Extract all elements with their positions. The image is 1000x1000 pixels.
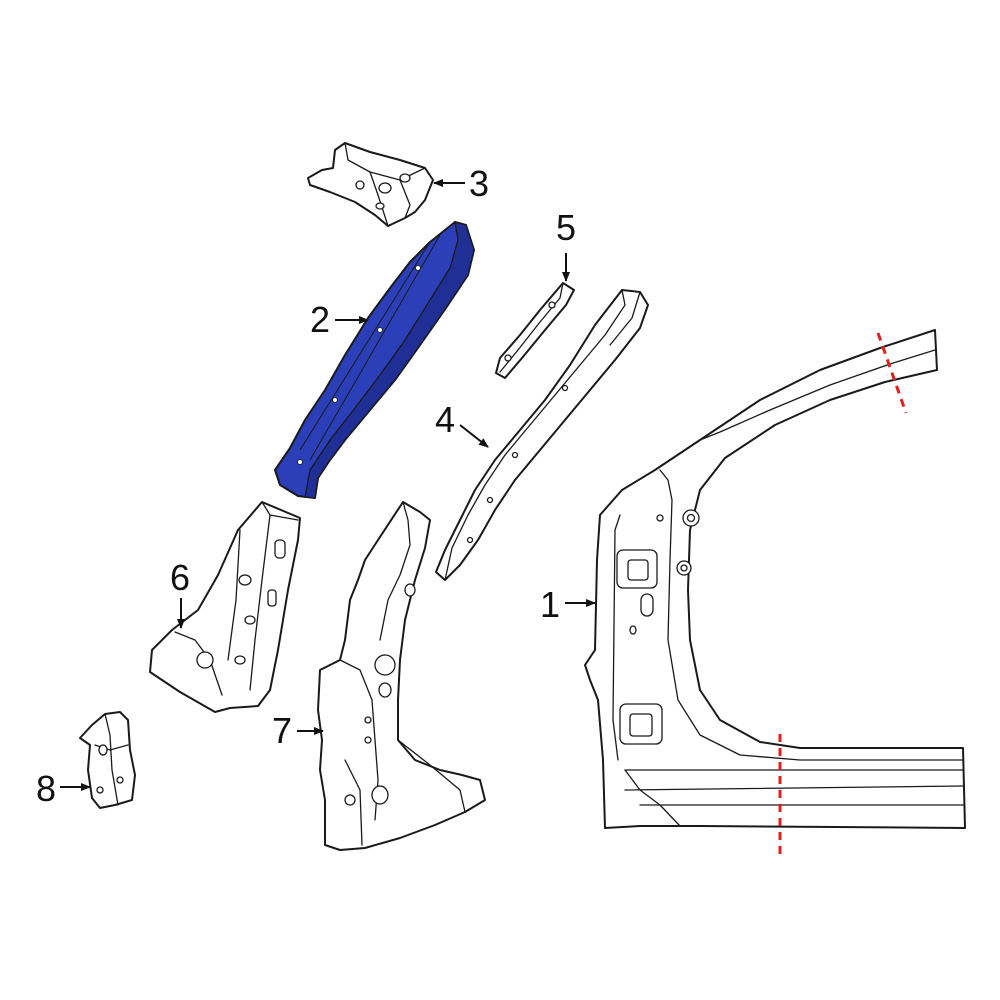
callout-7: 7 [272, 710, 324, 751]
svg-text:1: 1 [540, 584, 560, 625]
svg-text:5: 5 [556, 207, 576, 248]
part-6-pillar-lower-bracket[interactable] [149, 501, 301, 713]
svg-text:7: 7 [272, 710, 292, 751]
svg-text:2: 2 [310, 299, 330, 340]
svg-text:3: 3 [469, 163, 489, 204]
callout-8: 8 [36, 768, 91, 809]
callout-2: 2 [310, 299, 369, 340]
part-7-lower-pillar-inner[interactable] [317, 501, 486, 851]
svg-text:4: 4 [435, 399, 455, 440]
part-8-small-bracket[interactable] [79, 711, 136, 809]
part-3-upper-bracket[interactable] [307, 142, 434, 227]
callout-3: 3 [433, 163, 489, 204]
cut-line-roof [876, 332, 908, 414]
part-5-reinforcement-strip[interactable] [495, 282, 575, 379]
callout-6: 6 [170, 557, 190, 629]
svg-text:6: 6 [170, 557, 190, 598]
callout-1: 1 [540, 584, 596, 625]
part-1-body-side-panel[interactable] [584, 329, 966, 829]
callout-5: 5 [556, 207, 576, 282]
part-4-roof-rail[interactable] [435, 289, 649, 581]
callout-4: 4 [435, 399, 489, 448]
svg-text:8: 8 [36, 768, 56, 809]
part-2-pillar-reinforcement[interactable] [274, 221, 475, 499]
